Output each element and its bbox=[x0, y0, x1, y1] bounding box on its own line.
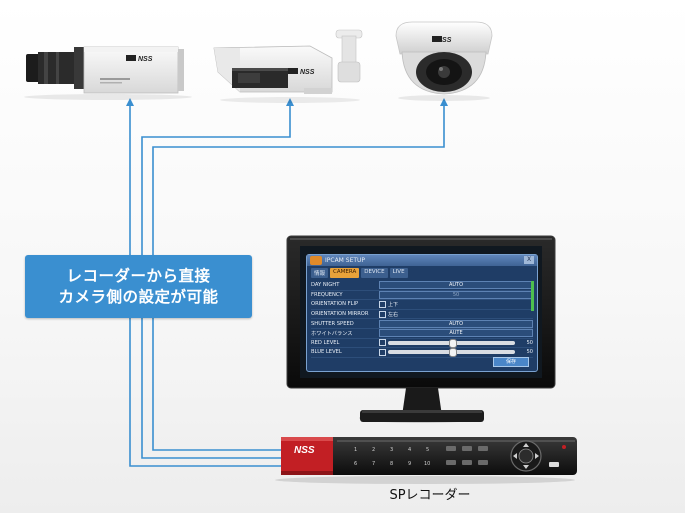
tab-camera[interactable]: CAMERA bbox=[330, 268, 360, 278]
white-balance-select[interactable]: AUTE bbox=[379, 329, 533, 338]
bullet-camera: NSS bbox=[213, 29, 363, 103]
svg-text:6: 6 bbox=[354, 461, 357, 467]
setting-row-mirror: ORIENTATION MIRROR 左右 bbox=[311, 310, 533, 320]
blue-level-value: 50 bbox=[526, 349, 533, 356]
checkbox-box[interactable] bbox=[379, 310, 386, 318]
dome-camera-brand-label: NSS bbox=[437, 37, 452, 44]
svg-text:10: 10 bbox=[424, 461, 430, 467]
red-level-slider[interactable] bbox=[388, 338, 515, 348]
slider-minus-button[interactable] bbox=[379, 348, 386, 356]
setting-row-flip: ORIENTATION FLIP 上下 bbox=[311, 300, 533, 310]
monitor-screen: IPCAM SETUP X 情報 CAMERA DEVICE LIVE DAY … bbox=[300, 246, 542, 378]
setting-row-blue-level: BLUE LEVEL 50 bbox=[311, 348, 533, 358]
callout-line-2: カメラ側の設定が可能 bbox=[58, 287, 219, 306]
setting-label: SHUTTER SPEED bbox=[311, 320, 354, 327]
dialog-tabs: 情報 CAMERA DEVICE LIVE bbox=[307, 266, 537, 280]
setting-row-white-balance: ホワイトバランス AUTE bbox=[311, 329, 533, 339]
svg-text:8: 8 bbox=[390, 461, 393, 467]
setting-row-frequency: FREQUENCY 50 bbox=[311, 290, 533, 301]
wire-dome-camera bbox=[152, 98, 448, 451]
scrollbar[interactable] bbox=[531, 281, 534, 311]
tab-live[interactable]: LIVE bbox=[389, 268, 408, 278]
setting-label: ORIENTATION FLIP bbox=[311, 301, 359, 308]
checkbox-label: 上下 bbox=[388, 301, 399, 308]
save-button[interactable]: 保存 bbox=[493, 357, 529, 367]
day-night-select[interactable]: AUTO bbox=[379, 281, 533, 290]
callout-line-1: レコーダーから直接 bbox=[66, 266, 211, 285]
setting-row-day-night: DAY NIGHT AUTO bbox=[311, 281, 533, 291]
camera-icon bbox=[310, 256, 322, 265]
setting-label: ORIENTATION MIRROR bbox=[311, 311, 369, 318]
svg-text:1: 1 bbox=[354, 447, 357, 453]
bullet-camera-brand-label: NSS bbox=[300, 69, 315, 76]
svg-text:2: 2 bbox=[372, 447, 375, 453]
tab-info[interactable]: 情報 bbox=[311, 268, 329, 278]
recorder: 1 2 3 4 5 6 7 8 9 10 bbox=[275, 437, 577, 484]
setting-row-shutter: SHUTTER SPEED AUTO bbox=[311, 319, 533, 329]
ipcam-setup-dialog: IPCAM SETUP X 情報 CAMERA DEVICE LIVE DAY … bbox=[306, 254, 538, 372]
svg-text:5: 5 bbox=[426, 447, 429, 453]
dialog-title: IPCAM SETUP bbox=[325, 257, 366, 264]
wire-bullet-camera bbox=[141, 98, 294, 459]
setting-label: FREQUENCY bbox=[311, 291, 343, 298]
settings-list: DAY NIGHT AUTO FREQUENCY 50 ORIENTATION … bbox=[307, 280, 537, 358]
blue-level-slider[interactable] bbox=[388, 348, 515, 358]
setting-label: BLUE LEVEL bbox=[311, 349, 342, 356]
dialog-titlebar: IPCAM SETUP X bbox=[307, 255, 537, 266]
mirror-checkbox[interactable]: 左右 bbox=[379, 310, 399, 318]
close-button[interactable]: X bbox=[524, 256, 534, 264]
setting-label: ホワイトバランス bbox=[311, 330, 353, 337]
slider-knob[interactable] bbox=[448, 348, 457, 358]
shutter-speed-select[interactable]: AUTO bbox=[379, 319, 533, 328]
frequency-select[interactable]: 50 bbox=[379, 290, 533, 299]
recorder-brand-logo: NSS bbox=[294, 445, 315, 456]
wire-box-camera bbox=[126, 98, 281, 467]
svg-text:3: 3 bbox=[390, 447, 393, 453]
box-camera-brand-label: NSS bbox=[138, 56, 153, 63]
setting-label: DAY NIGHT bbox=[311, 282, 340, 289]
setting-label: RED LEVEL bbox=[311, 339, 340, 346]
svg-text:9: 9 bbox=[408, 461, 411, 467]
svg-text:7: 7 bbox=[372, 461, 375, 467]
red-level-value: 50 bbox=[526, 339, 533, 346]
checkbox-label: 左右 bbox=[388, 311, 399, 318]
setting-row-red-level: RED LEVEL 50 bbox=[311, 338, 533, 349]
slider-minus-button[interactable] bbox=[379, 339, 386, 347]
svg-text:4: 4 bbox=[408, 447, 411, 453]
dome-camera: NSS bbox=[395, 21, 493, 101]
checkbox-box[interactable] bbox=[379, 300, 386, 308]
flip-checkbox[interactable]: 上下 bbox=[379, 300, 399, 308]
tab-device[interactable]: DEVICE bbox=[361, 268, 388, 278]
box-camera: NSS bbox=[24, 46, 192, 100]
feature-callout: レコーダーから直接 カメラ側の設定が可能 bbox=[25, 255, 252, 318]
slider-knob[interactable] bbox=[448, 338, 457, 348]
recorder-caption: SPレコーダー bbox=[389, 488, 471, 503]
